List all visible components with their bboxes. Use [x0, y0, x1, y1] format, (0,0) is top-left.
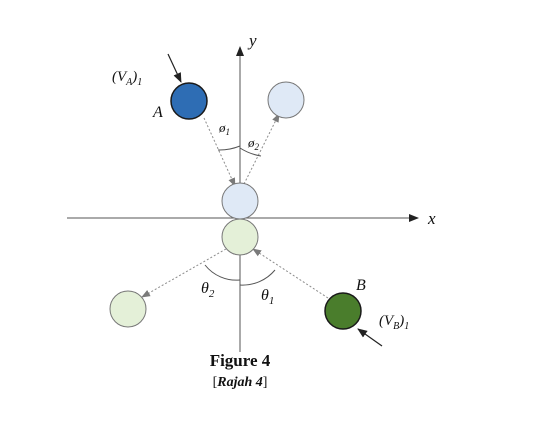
ball-b [324, 292, 362, 330]
angle-theta1-label: θ1 [261, 287, 274, 307]
arc-theta2 [204, 264, 241, 281]
figure-caption-translation: [Rajah 4] [212, 375, 268, 390]
velocity-b-label: (VB)1 [379, 313, 409, 332]
ball-a [170, 82, 208, 120]
arc-phi1 [217, 145, 241, 151]
path-b-incoming [252, 248, 329, 299]
angle-phi1-label: ø1 [218, 120, 230, 137]
angle-phi2-label: ø2 [247, 135, 260, 152]
velocity-a-label: (VA)1 [112, 69, 142, 88]
y-axis-label: y [247, 31, 257, 50]
ball-b-contact [221, 218, 259, 256]
ball-b-label: B [356, 277, 366, 294]
ball-a-contact [221, 182, 259, 220]
arc-phi2 [239, 147, 262, 157]
path-a-incoming [203, 117, 236, 187]
path-a-outgoing [243, 113, 280, 185]
angle-theta2-label: θ2 [201, 280, 215, 300]
arc-theta1 [239, 269, 276, 286]
path-b-outgoing [141, 248, 227, 298]
ball-b-after [109, 290, 147, 328]
figure-caption: Figure 4 [209, 351, 271, 370]
x-axis-label: x [427, 209, 436, 228]
velocity-a-arrow [167, 53, 182, 83]
ball-a-after [267, 81, 305, 119]
ball-a-label: A [152, 104, 163, 121]
velocity-b-arrow [357, 328, 383, 347]
